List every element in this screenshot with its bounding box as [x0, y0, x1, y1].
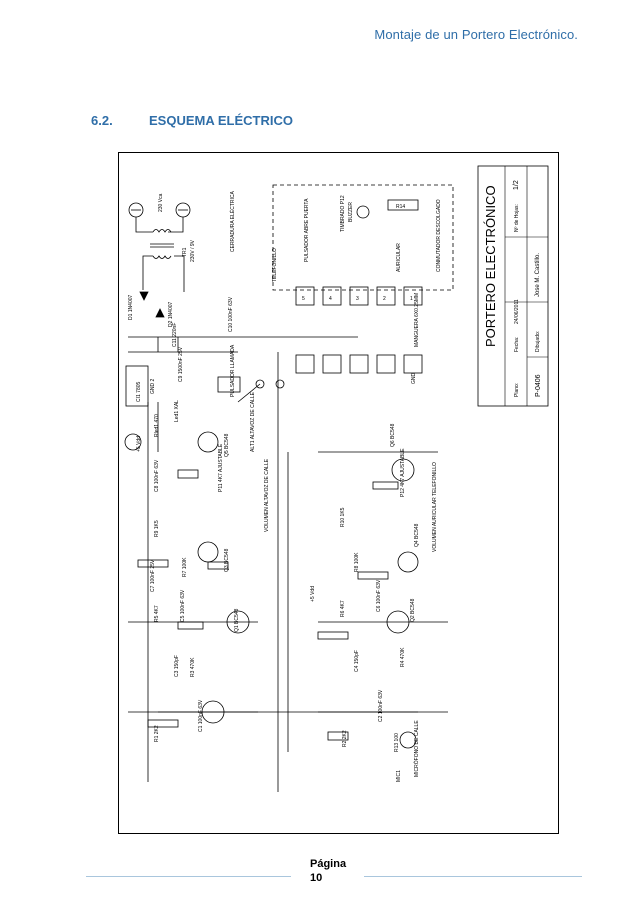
label-r12: P12 4K7 AJUSTABLE: [400, 448, 406, 497]
label-q1: Q1 BC548: [234, 608, 240, 632]
title-block-dibujado-label: Dibujado:: [535, 331, 541, 352]
label-manguera: MANGUERA 6X0.25MM: [414, 293, 420, 347]
title-block-plano-value: P-0406: [535, 374, 542, 397]
header-title: Montaje de un Portero Electrónico.: [374, 27, 578, 42]
label-d1: D1 1N4007: [128, 294, 134, 320]
label-timbrado: TIMBRADO P12: [340, 195, 346, 232]
title-block: PORTERO ELECTRÓNICO Plano: P-0406 Fecha:…: [477, 165, 549, 407]
label-alt: ALT1 ALTAVOZ DE CALLE: [250, 391, 256, 452]
label-led: Led1 XAL: [174, 400, 180, 422]
label-r4: R4 470K: [400, 647, 406, 667]
label-tr1-value: 230V / 9V: [190, 239, 196, 262]
title-block-plano-label: Plano:: [514, 383, 520, 397]
label-ci1-pins: GND 2: [150, 379, 156, 395]
label-d2: D2 1N4007: [168, 301, 174, 327]
label-r7: R7 100K: [182, 557, 188, 577]
label-r5: R5 4K7: [154, 605, 160, 622]
label-r10: R10 1K5: [340, 507, 346, 527]
title-block-title: PORTERO ELECTRÓNICO: [483, 185, 498, 347]
label-mic1: MIC1: [396, 770, 402, 782]
label-r6: R6 4K7: [340, 600, 346, 617]
terminal-label-3: 3: [356, 296, 359, 302]
label-c9: C9 1500nF 25V: [178, 346, 184, 382]
label-vol-auricular: VOLUMEN AURICULAR TELEFONILLO: [432, 462, 438, 552]
terminal-label-4: 4: [329, 296, 332, 302]
terminal-blocks: [272, 184, 454, 374]
title-block-hojas-label: Nº de Hojas:: [514, 204, 520, 232]
section-number: 6.2.: [91, 113, 113, 128]
footer-rule-right: [364, 876, 582, 877]
label-c8: C8 100nF 63V: [154, 459, 160, 492]
label-pulsador-llamada: PULSADOR LLAMADA: [230, 344, 236, 397]
label-r3: R3 470K: [190, 657, 196, 677]
label-c11: C11 220nF: [172, 323, 178, 347]
label-c6: C6 100nF 63V: [376, 579, 382, 612]
label-microfono: MICRÓFONO DE CALLE: [413, 720, 420, 777]
title-block-hojas-value: 1/2: [513, 180, 520, 190]
title-block-fecha-label: Fecha:: [514, 337, 520, 352]
label-q3: Q3 BC548: [224, 548, 230, 572]
label-q4: Q4 BC548: [414, 523, 420, 547]
footer-page-text: Página: [310, 858, 347, 870]
label-r11: P11 4K7 AJUSTABLE: [218, 443, 224, 492]
label-vdd-right: +5 Vdd: [310, 586, 316, 602]
label-rled: Rled1 470: [154, 414, 160, 437]
label-gnd: GND: [411, 373, 417, 385]
label-q6: Q6 BC548: [390, 423, 396, 447]
component-labels: 230 Vca TR1 230V / 9V CERRADURA ELÉCTRIC…: [128, 190, 442, 782]
label-r2: R2 2K2: [342, 730, 348, 747]
section-heading: 6.2. ESQUEMA ELÉCTRICO: [91, 113, 293, 128]
label-c3: C3 150pF: [174, 655, 180, 677]
label-r9: R9 1K5: [154, 520, 160, 537]
label-q2: Q2 BC548: [410, 598, 416, 622]
title-block-dibujado-value: Jose M. Castillo.: [535, 253, 541, 297]
label-buzzer: BUZZER: [348, 202, 354, 222]
footer-page-label: Página 10: [310, 857, 346, 885]
label-c4: C4 150pF: [354, 650, 360, 672]
terminal-label-5: 5: [302, 296, 305, 302]
label-pulsador-abre: PULSADOR ABRE PUERTA: [304, 198, 310, 262]
label-conmutador: CONMUTADOR DESCOLGADO: [436, 199, 442, 272]
label-c7: C7 100nF 25V: [150, 559, 156, 592]
power-supply-section: [124, 202, 448, 792]
footer-rule-left: [86, 876, 291, 877]
label-c1: C1 100nF 63V: [198, 699, 204, 732]
terminal-label-1: 1: [410, 296, 413, 302]
label-r1: R1 2K2: [154, 725, 160, 742]
label-cerradura: CERRADURA ELÉCTRICA: [229, 190, 236, 252]
title-block-fecha-value: 24/06/2011: [514, 299, 520, 324]
label-q5: Q5 BC548: [224, 433, 230, 457]
label-vol-altavoz: VOLUMEN ALTAVOZ DE CALLE: [264, 458, 270, 532]
label-ci1: CI1 7805: [136, 381, 142, 402]
footer-page-number: 10: [310, 872, 323, 884]
label-telefonillo: TELEFONILLO: [272, 248, 278, 282]
label-c2: C2 100nF 63V: [378, 689, 384, 722]
label-vdd-left: +5 Vdd: [136, 436, 142, 452]
section-title: ESQUEMA ELÉCTRICO: [149, 113, 293, 128]
label-tr1: TR1: [182, 247, 188, 257]
label-c10: C10 100nF 63V: [228, 296, 234, 332]
label-r8: R8 100K: [354, 552, 360, 572]
label-mains: 230 Vca: [158, 193, 164, 212]
label-r14: R14: [396, 204, 405, 210]
label-c5: C5 100nF 63V: [180, 589, 186, 622]
electrical-schematic: PORTERO ELECTRÓNICO Plano: P-0406 Fecha:…: [118, 152, 559, 834]
terminal-label-2: 2: [383, 296, 386, 302]
label-auricular: AURICULAR: [396, 243, 402, 272]
label-r13: R13 100: [394, 733, 400, 752]
